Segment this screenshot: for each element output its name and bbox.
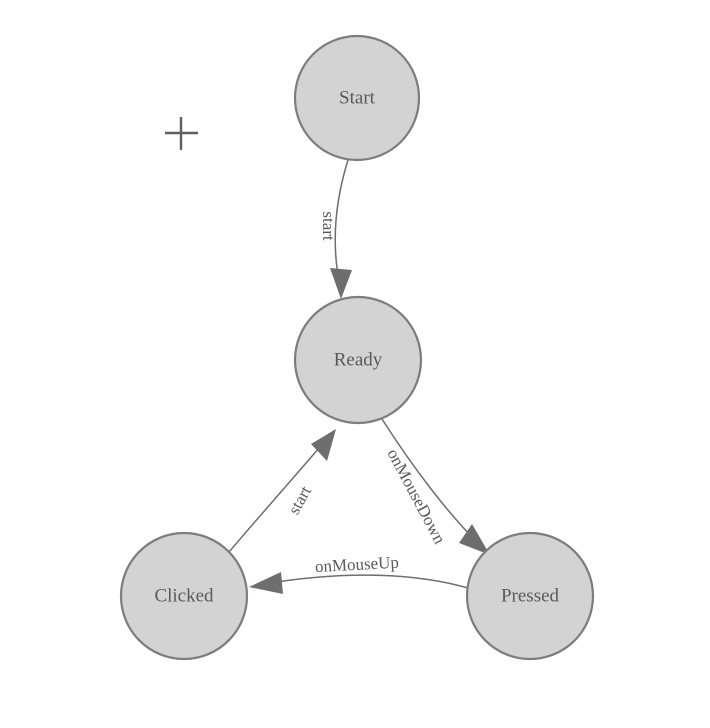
node-pressed[interactable]: Pressed bbox=[465, 531, 595, 661]
edge-start-to-ready[interactable]: start bbox=[319, 159, 352, 299]
arrow-head-clicked-to-ready bbox=[311, 429, 336, 461]
arrow-head-pressed-to-clicked bbox=[249, 572, 283, 594]
edge-path-clicked-to-ready bbox=[228, 440, 326, 553]
edge-clicked-to-ready[interactable]: start bbox=[228, 429, 336, 553]
node-pressed-label: Pressed bbox=[501, 585, 560, 606]
edge-label-pressed-to-clicked: onMouseUp bbox=[314, 553, 399, 576]
crosshair-icon bbox=[165, 117, 198, 150]
node-ready-circle bbox=[293, 295, 423, 425]
node-clicked-circle bbox=[119, 531, 249, 661]
edge-label-start-to-ready: start bbox=[319, 211, 338, 241]
node-clicked[interactable]: Clicked bbox=[119, 531, 249, 661]
edge-ready-to-pressed[interactable]: onMouseDown bbox=[381, 418, 490, 555]
edge-pressed-to-clicked[interactable]: onMouseUp bbox=[249, 553, 469, 594]
node-pressed-circle bbox=[465, 531, 595, 661]
node-start-label: Start bbox=[339, 87, 376, 108]
edge-label-ready-to-pressed: onMouseDown bbox=[383, 446, 449, 548]
edge-path-pressed-to-clicked bbox=[263, 574, 469, 589]
arrow-head-start-to-ready bbox=[330, 268, 352, 299]
node-ready[interactable]: Ready bbox=[293, 295, 423, 425]
arrow-head-ready-to-pressed bbox=[459, 524, 490, 555]
edge-label-clicked-to-ready: start bbox=[284, 483, 315, 518]
node-start[interactable]: Start bbox=[293, 34, 421, 162]
node-start-circle bbox=[293, 34, 421, 162]
node-clicked-label: Clicked bbox=[154, 585, 214, 606]
node-ready-label: Ready bbox=[334, 349, 383, 370]
